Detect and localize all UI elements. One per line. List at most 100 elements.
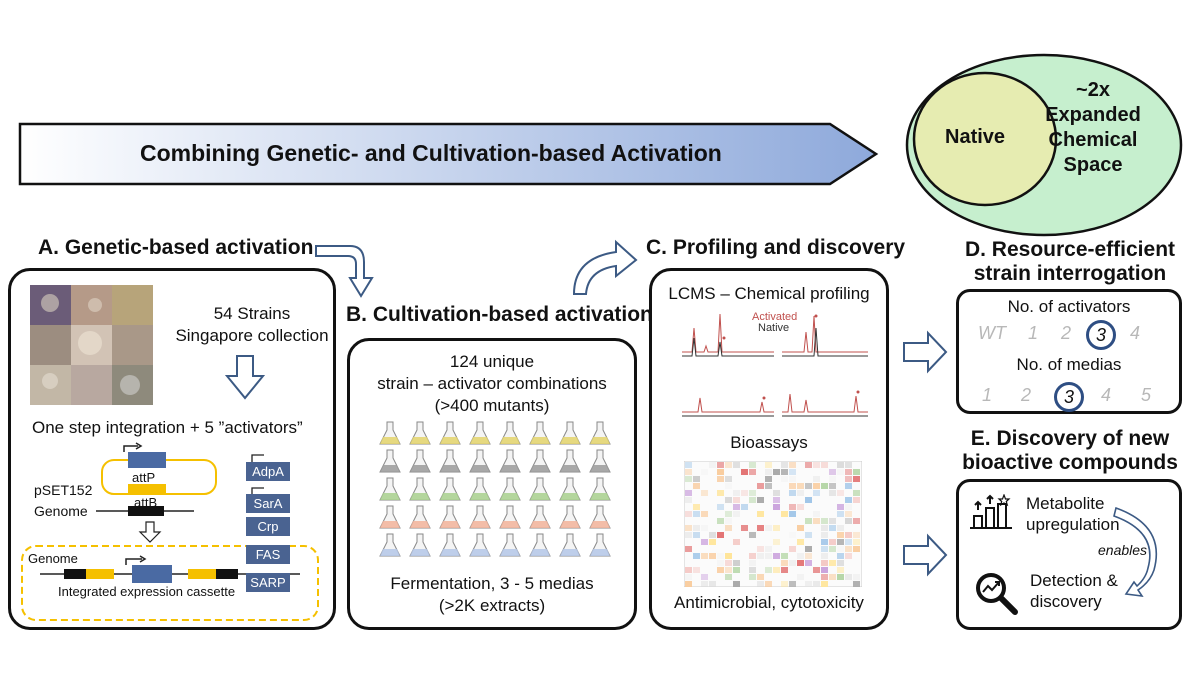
- strain-photo-mosaic: [30, 285, 153, 405]
- heatmap-cell: [693, 504, 700, 510]
- flask: [499, 505, 521, 529]
- strains-collection: Singapore collection: [175, 326, 329, 345]
- venn-line-4: Space: [1063, 154, 1123, 176]
- heatmap-cell: [741, 504, 748, 510]
- heatmap-cell: [845, 469, 852, 475]
- heatmap-cell: [725, 476, 732, 482]
- flask: [559, 505, 581, 529]
- native-legend: Native: [758, 322, 790, 334]
- heatmap-cell: [797, 560, 804, 566]
- panel-b-heading: B. Cultivation-based activation: [346, 303, 653, 326]
- flask: [499, 533, 521, 557]
- heatmap-cell: [789, 511, 796, 517]
- heatmap-cell: [821, 532, 828, 538]
- venn-line-1: ~2x: [1076, 79, 1110, 101]
- heatmap-cell: [765, 525, 772, 531]
- heatmap-cell: [741, 490, 748, 496]
- heatmap-cell: [685, 574, 692, 580]
- heatmap-cell: [853, 532, 860, 538]
- heatmap-cell: [717, 504, 724, 510]
- plasmid-promoter: [123, 445, 138, 452]
- heatmap-cell: [837, 546, 844, 552]
- heatmap-cell: [837, 462, 844, 468]
- heatmap-cell: [845, 574, 852, 580]
- heatmap-cell: [821, 581, 828, 587]
- flask: [409, 421, 431, 445]
- heatmap-cell: [773, 525, 780, 531]
- heatmap-cell: [829, 525, 836, 531]
- heatmap-cell: [781, 567, 788, 573]
- heatmap-cell: [709, 553, 716, 559]
- heatmap-cell: [685, 581, 692, 587]
- metabolite-line-1: Metabolite: [1026, 494, 1105, 513]
- flask: [589, 421, 611, 445]
- activator-adpa: AdpA: [246, 462, 290, 481]
- bar-chart-upregulation-icon: [970, 494, 1012, 529]
- heatmap-cell: [797, 553, 804, 559]
- heatmap-cell: [813, 581, 820, 587]
- lcms-label: LCMS – Chemical profiling: [668, 284, 870, 303]
- heatmap-cell: [821, 560, 828, 566]
- heatmap-cell: [781, 476, 788, 482]
- banner-arrow: [18, 118, 880, 190]
- panel-a-heading: A. Genetic-based activation: [38, 236, 314, 259]
- heatmap-cell: [725, 574, 732, 580]
- heatmap-cell: [725, 462, 732, 468]
- heatmap-cell: [717, 462, 724, 468]
- heatmap-cell: [789, 546, 796, 552]
- heatmap-cell: [813, 511, 820, 517]
- heatmap-cell: [805, 560, 812, 566]
- integration-schematic: [21, 442, 319, 621]
- heatmap-cell: [733, 504, 740, 510]
- heatmap-cell: [805, 581, 812, 587]
- venn-native-label: Native: [945, 126, 1006, 148]
- flask-grid: [379, 421, 611, 557]
- flask: [469, 533, 491, 557]
- b-line-5: (>2K extracts): [438, 596, 546, 615]
- heatmap-cell: [837, 567, 844, 573]
- panel-b-box: [347, 338, 637, 630]
- flask: [409, 505, 431, 529]
- heatmap-cell: [773, 567, 780, 573]
- plasmid-label: pSET152: [34, 482, 93, 498]
- arrow-b-to-c: [572, 239, 638, 295]
- venn-diagram: [902, 52, 1187, 242]
- panel-d-heading-1: D. Resource-efficient: [964, 238, 1176, 261]
- flask: [469, 477, 491, 501]
- heatmap-cell: [853, 497, 860, 503]
- heatmap-cell: [717, 476, 724, 482]
- detection-line-2: discovery: [1030, 592, 1102, 611]
- heatmap-cell: [741, 525, 748, 531]
- magnifier-discovery-icon: [976, 573, 1018, 615]
- heatmap-cell: [829, 483, 836, 489]
- venn-shapes: [905, 53, 1183, 237]
- venn-expanded-label: ~2x Expanded Chemical Space: [1043, 78, 1143, 178]
- heatmap-cell: [813, 462, 820, 468]
- heatmap-cell: [733, 497, 740, 503]
- heatmap-cell: [797, 504, 804, 510]
- media-option-1: 1: [982, 385, 993, 405]
- heatmap-cell: [685, 532, 692, 538]
- activator-option-2: 2: [1061, 323, 1072, 343]
- heatmap-cell: [685, 525, 692, 531]
- heatmap-cell: [845, 539, 852, 545]
- heatmap-cell: [829, 539, 836, 545]
- bioassay-heatmap: [684, 461, 862, 587]
- heatmap-cell: [765, 462, 772, 468]
- integration-text: One step integration + 5 ”activators”: [32, 418, 303, 437]
- b-line-4: Fermentation, 3 - 5 medias: [390, 574, 594, 593]
- heatmap-cell: [709, 532, 716, 538]
- activated-legend: Activated: [752, 311, 798, 323]
- heatmap-cell: [701, 490, 708, 496]
- heatmap-cell: [725, 483, 732, 489]
- heatmap-cell: [685, 511, 692, 517]
- heatmap-cell: [797, 574, 804, 580]
- media-option-5: 5: [1141, 385, 1152, 405]
- heatmap-cell: [853, 546, 860, 552]
- heatmap-cell: [781, 581, 788, 587]
- panel-e-heading-2: bioactive compounds: [962, 451, 1178, 474]
- heatmap-cell: [709, 462, 716, 468]
- heatmap-cell: [685, 546, 692, 552]
- lcms-chromatograms: [682, 313, 868, 417]
- heatmap-cell: [773, 497, 780, 503]
